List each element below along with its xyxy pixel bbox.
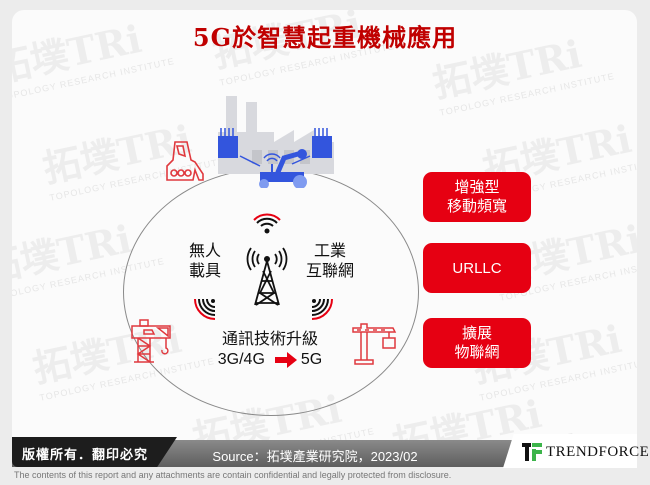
embb-pill: 增強型移動頻寬 bbox=[423, 172, 531, 222]
trendforce-logo: TRENDFORCE bbox=[522, 443, 649, 461]
slide-title: 5G於智慧起重機械應用 bbox=[192, 23, 458, 52]
wifi-signal-icon bbox=[253, 213, 281, 234]
comm-upgrade-label: 通訊技術升級 3G/4G 5G bbox=[217, 331, 323, 368]
miot-pill: 擴展物聯網 bbox=[423, 318, 531, 368]
cell-tower-icon bbox=[246, 247, 288, 306]
arrow-right-icon bbox=[274, 352, 297, 368]
from-generation: 3G/4G bbox=[217, 351, 265, 368]
to-generation: 5G bbox=[300, 351, 323, 368]
signal-left-icon bbox=[194, 298, 216, 320]
signal-right-icon bbox=[311, 298, 333, 320]
tower-crane-icon bbox=[131, 319, 171, 363]
unmanned-vehicle-label: 無人載具 bbox=[188, 243, 221, 280]
factory-robot-icon bbox=[218, 96, 334, 188]
industrial-internet-label: 工業互聯網 bbox=[305, 243, 354, 280]
brand-name: TRENDFORCE bbox=[546, 443, 650, 460]
disclaimer: The contents of this report and any atta… bbox=[14, 470, 452, 480]
trendforce-logo-icon bbox=[522, 443, 542, 461]
unmanned-loader-icon bbox=[166, 141, 204, 181]
source-note: Source：拓墣產業研究院，2023/02 bbox=[212, 449, 418, 464]
urllc-pill: URLLC bbox=[423, 243, 531, 293]
copyright-notice: 版權所有．翻印必究 bbox=[12, 437, 177, 467]
gantry-crane-icon bbox=[352, 323, 397, 365]
